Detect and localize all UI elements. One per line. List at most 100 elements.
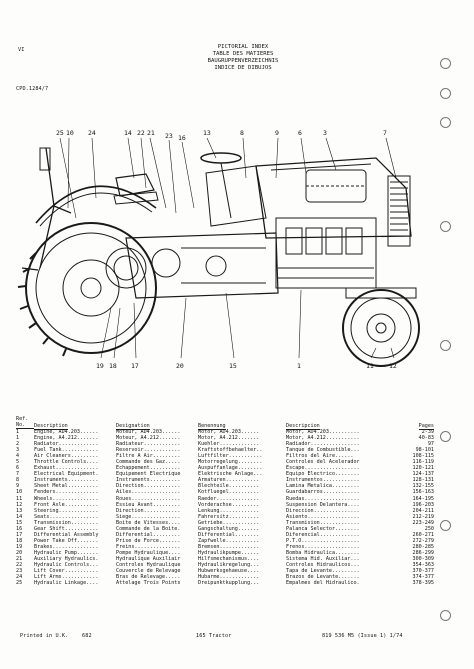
table-cell-fr: Direction............ <box>116 483 181 490</box>
callout-label: 8 <box>240 129 244 137</box>
table-cell-ref: 4 <box>16 453 20 460</box>
table-cell-en: Lift Arms............ <box>34 574 99 581</box>
table-cell-ref: 24 <box>16 574 23 581</box>
callout-label: 11 <box>366 362 374 370</box>
table-cell-ref: 6 <box>16 465 20 472</box>
table-cell-pages: 97 <box>427 441 434 448</box>
table-cell-pages: 108-115 <box>412 453 434 460</box>
callout-label: 24 <box>88 129 96 137</box>
table-cell-es: Suspension Delantera.... <box>286 501 360 508</box>
table-header-row: Ref.No. Description Designation Benennun… <box>16 416 434 430</box>
table-cell-en: Electrical Equipment. <box>34 471 99 478</box>
table-cell-ref: 8 <box>16 477 20 484</box>
tractor-illustration: 25 10 24 14 22 21 23 16 13 8 9 6 3 7 19 … <box>17 129 420 370</box>
table-cell-ref: 7 <box>16 471 20 478</box>
table-cell-es: Empalmes del Hidraulico. <box>286 580 360 587</box>
table-cell-en: Transmission......... <box>34 519 99 526</box>
table-cell-en: Fuel Tank............ <box>34 447 99 454</box>
table-cell-de: Hubwerksgehaeuse.... <box>198 568 260 575</box>
binder-hole <box>440 520 451 531</box>
table-cell-pages: 156-163 <box>412 489 434 496</box>
table-cell-en: Gear Shift........... <box>34 525 99 532</box>
table-cell-de: Armaturen........... <box>198 477 260 484</box>
table-cell-fr: Boite de Vitesses.... <box>116 519 181 526</box>
table-cell-pages: 374-377 <box>412 574 434 581</box>
table-cell-pages: 354-363 <box>412 562 434 569</box>
callout-label: 23 <box>165 132 173 140</box>
table-cell-ref: 12 <box>16 501 23 508</box>
callout-label: 1 <box>297 362 301 370</box>
table-cell-fr: Attelage Trois Points <box>116 580 181 587</box>
table-cell-en: Power Take Off....... <box>34 537 99 544</box>
table-cell-fr: Essieu Avant......... <box>116 501 181 508</box>
table-cell-pages: 132-155 <box>412 483 434 490</box>
table-cell-es: Guardabarros............ <box>286 489 360 496</box>
table-cell-en: Instruments.......... <box>34 477 99 484</box>
table-cell-ref: 21 <box>16 556 23 562</box>
table-cell-fr: Hydraulique Auxiliair <box>116 556 181 562</box>
callout-label: 13 <box>203 129 211 137</box>
table-cell-fr: Echappement.......... <box>116 465 181 472</box>
binder-hole <box>440 340 451 351</box>
table-cell-pages: 164-195 <box>412 495 434 502</box>
table-cell-fr: Siege................ <box>116 513 181 520</box>
col-header-descripcion: Descripcion <box>286 423 320 430</box>
table-cell-es: P.T.O................... <box>286 537 360 544</box>
header-line: BAUGRUPPENVERZEICHNIS <box>207 58 279 64</box>
table-cell-pages: 212-219 <box>412 513 434 520</box>
footer-part-number: 819 536 M5 (Issue 1) 1/74 <box>322 633 403 639</box>
table-cell-de: Vorderachse......... <box>198 501 260 508</box>
table-cell-ref: 2 <box>16 441 20 448</box>
table-cell-pages: 272-279 <box>412 537 434 544</box>
table-cell-es: Tanque de Combustible... <box>286 447 360 454</box>
table-cell-pages: 286-299 <box>412 549 434 556</box>
table-cell-pages: 204-211 <box>412 507 434 514</box>
table-cell-fr: Pompe Hydraulique.... <box>116 549 181 556</box>
table-cell-fr: Bras de Relevage..... <box>116 574 181 581</box>
table-cell-fr: Moteur, AD4.203...... <box>116 429 181 436</box>
table-cell-de: Lenkung............. <box>198 507 260 514</box>
header-line: PICTORIAL INDEX <box>217 44 269 50</box>
table-cell-de: Bremsen............. <box>198 543 260 550</box>
callout-label: 9 <box>275 129 279 137</box>
table-cell-es: Brazos de Levante....... <box>286 574 360 581</box>
table-cell-en: Air Cleaners......... <box>34 453 99 460</box>
table-cell-en: Lift Cover........... <box>34 568 99 575</box>
table-cell-pages: 2-39 <box>421 429 434 436</box>
binder-hole <box>440 88 451 99</box>
table-cell-es: Asiento................. <box>286 513 360 520</box>
table-cell-de: Zapfwelle........... <box>198 537 260 544</box>
table-cell-es: Frenos.................. <box>286 543 360 550</box>
table-cell-en: Hydraulic Linkage.... <box>34 580 99 587</box>
table-cell-pages: 128-131 <box>412 477 434 484</box>
table-cell-en: Steering............. <box>34 507 99 514</box>
callout-label: 16 <box>178 134 186 142</box>
callout-label: 15 <box>229 362 237 370</box>
table-cell-en: Engine, A4.212....... <box>34 435 99 442</box>
table-cell-pages: 223-249 <box>412 519 434 526</box>
table-cell-de: Hydraulikpumpe...... <box>198 549 260 556</box>
table-cell-fr: Controles Hydraulique <box>116 562 181 569</box>
table-cell-es: Bomba Hidraulica........ <box>286 549 360 556</box>
table-cell-de: Hubarme............. <box>198 574 260 581</box>
table-cell-en: Differential Assembly <box>34 531 99 538</box>
table-cell-pages: 196-203 <box>412 501 434 508</box>
callout-label: 22 <box>137 129 145 137</box>
table-cell-es: Diferencial............. <box>286 531 360 538</box>
